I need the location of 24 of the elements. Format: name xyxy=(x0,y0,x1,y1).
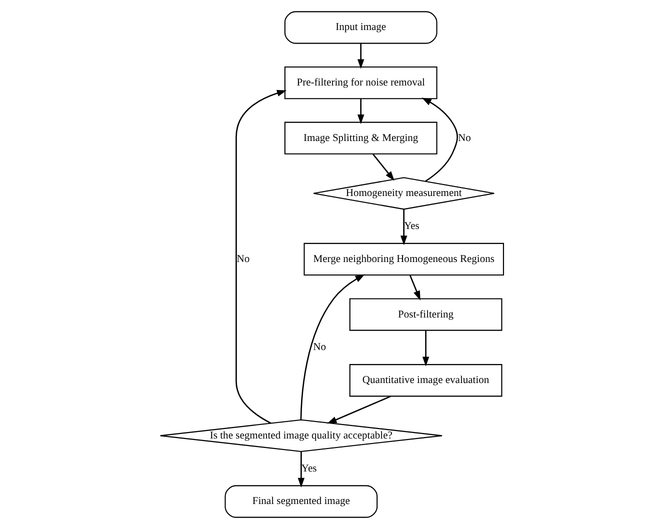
node-diamond: Is the segmented image quality acceptable? xyxy=(159,419,442,452)
arrow xyxy=(408,275,420,300)
node-box: Post-filtering xyxy=(348,298,502,331)
arrow xyxy=(235,90,286,424)
arrow xyxy=(297,452,304,488)
arrow xyxy=(421,98,458,182)
arrow xyxy=(326,396,390,424)
node-box: Final segmented image xyxy=(224,485,378,518)
arrow xyxy=(372,154,394,181)
node-box: Quantitative image evaluation xyxy=(348,364,502,397)
arrow xyxy=(300,274,364,420)
arrow xyxy=(356,44,364,69)
arrow xyxy=(422,330,429,366)
node-box: Merge neighboring Homogeneous Regions xyxy=(303,242,504,276)
edge-label: Yes xyxy=(404,221,419,232)
edge-label: No xyxy=(236,254,250,265)
edge-label: No xyxy=(312,342,326,354)
node-box: Image Splitting & Merging xyxy=(284,122,437,154)
arrow xyxy=(356,98,364,124)
edge-label: No xyxy=(458,132,470,144)
node-box: Input image xyxy=(284,11,437,44)
node-box: Pre-filtering for noise removal xyxy=(284,66,437,100)
node-diamond: Homogeneity measurement xyxy=(312,177,494,210)
arrow xyxy=(400,209,407,246)
